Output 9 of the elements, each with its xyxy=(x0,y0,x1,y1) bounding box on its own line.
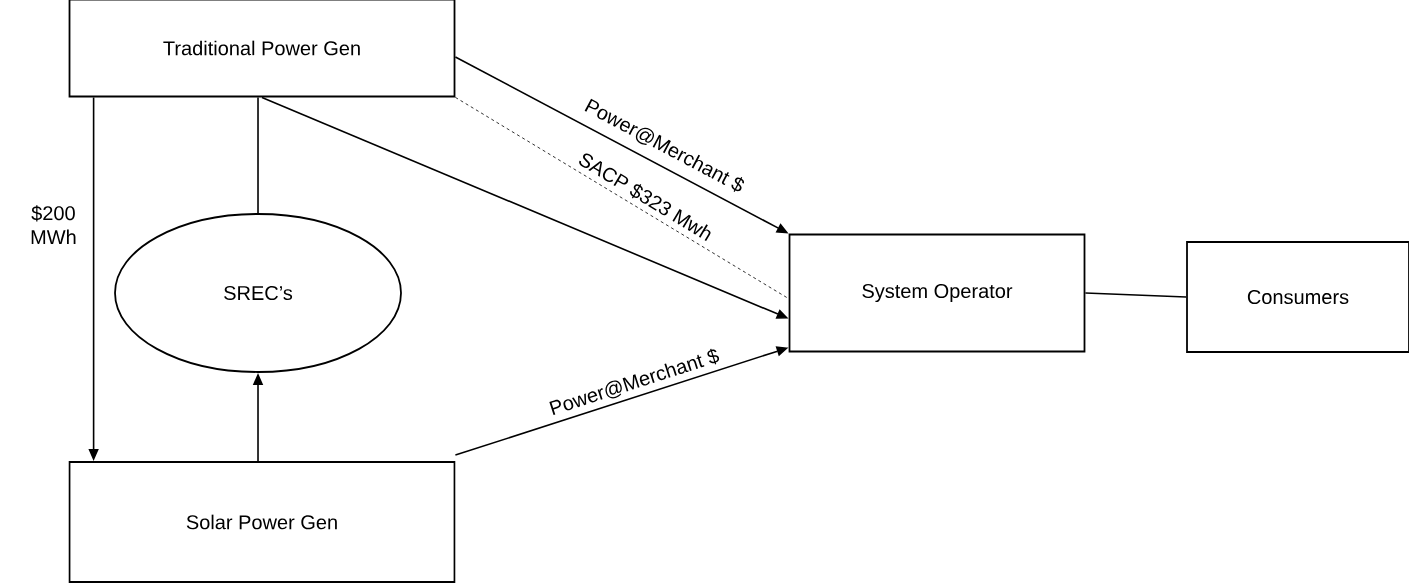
process-box: Consumers xyxy=(1186,241,1409,353)
process-box: Solar Power Gen xyxy=(68,461,456,583)
dashed-line xyxy=(455,97,789,299)
process-box: Traditional Power Gen xyxy=(68,0,456,98)
process-box: System Operator xyxy=(788,233,1086,353)
ellipse-node: SREC’s xyxy=(114,213,402,373)
edge-label: $200 MWh xyxy=(17,204,90,246)
connector-line xyxy=(1084,292,1187,298)
connector-line xyxy=(257,96,259,214)
